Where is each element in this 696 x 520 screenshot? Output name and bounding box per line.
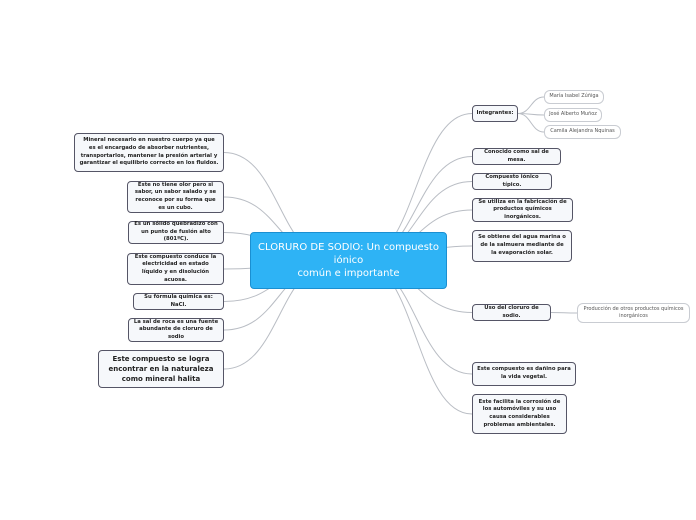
topic-uso-cloruro[interactable]: Uso del cloruro de sodio. [472,304,551,321]
topic-agua-marina[interactable]: Se obtiene del agua marina o de la salmu… [472,230,572,262]
topic-mineral-necesario[interactable]: Mineral necesario en nuestro cuerpo ya q… [74,133,224,172]
topic-mineral-halita[interactable]: Este compuesto se logra encontrar en la … [98,350,224,388]
topic-danino-vegetal[interactable]: Este compuesto es dañino para la vida ve… [472,362,576,386]
topic-conduce-electricidad[interactable]: Este compuesto conduce la electricidad e… [127,253,224,285]
link-member-0 [517,96,545,114]
central-topic-line1: CLORURO DE SODIO: Un compuesto iónico [258,242,439,266]
topic-integrantes[interactable]: Integrantes: [472,105,518,122]
topic-punto-fusion[interactable]: Es un sólido quebradizo con un punto de … [128,221,224,244]
topic-sal-de-mesa[interactable]: Conocido como sal de mesa. [472,148,561,165]
central-topic[interactable]: CLORURO DE SODIO: Un compuesto iónico co… [250,232,447,289]
topic-compuesto-ionico[interactable]: Compuesto iónico típico. [472,173,552,190]
topic-olor-sabor[interactable]: Este no tiene olor pero si sabor, un sab… [127,181,224,213]
member-maria-isabel[interactable]: María Isabel Zúñiga [544,90,604,104]
central-topic-line2: común e importante [297,268,400,279]
link-use-0 [550,312,578,314]
topic-formula-quimica[interactable]: Su fórmula química es: NaCl. [133,293,224,310]
link-member-2 [517,113,545,133]
topic-fabricacion-productos[interactable]: Se utiliza en la fabricación de producto… [472,198,573,222]
topic-sal-de-roca[interactable]: La sal de roca es una fuente abundante d… [128,318,224,342]
member-jose-alberto[interactable]: José Alberto Muñoz [544,108,602,122]
use-produccion-quimicos[interactable]: Producción de otros productos químicos i… [577,303,690,323]
topic-corrosion-automoviles[interactable]: Este facilita la corrosión de los automó… [472,394,567,434]
member-camila-alejandra[interactable]: Camila Alejandra Nquinas [544,125,621,139]
